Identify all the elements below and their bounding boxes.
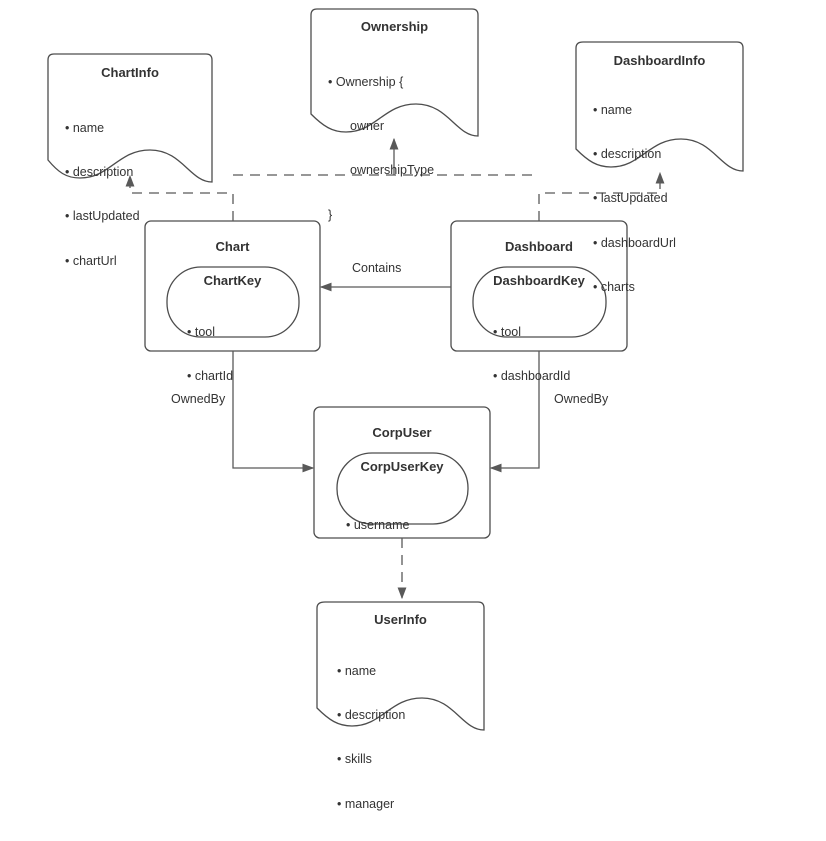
note-shape-ownership [310,8,479,137]
note-fields-ownership: • Ownership { owner ownershipType } [328,45,434,252]
note-ownership: Ownership • Ownership { owner ownershipT… [311,9,478,222]
note-field: • description [593,146,662,161]
note-fields-userinfo: • name • description • skills • manager [337,634,405,841]
key-field: • dashboardId [493,368,571,383]
note-userinfo: UserInfo • name • description • skills •… [317,602,484,811]
entity-chart: Chart ChartKey • tool • chartId [145,221,320,383]
entity-dashboard: Dashboard DashboardKey • tool • dashboar… [451,221,627,383]
note-field: } [328,207,333,222]
key-shape-chartkey [166,266,300,338]
note-field: • name [65,120,105,135]
note-field: • Ownership { [328,74,404,89]
note-title-ownership: Ownership [360,19,429,34]
note-field: • lastUpdated [593,191,668,206]
entity-title-corpuser: CorpUser [372,425,432,440]
note-title-userinfo: UserInfo [374,612,427,627]
key-fields-chartkey: • tool • chartId [187,295,233,413]
note-fields-dashboardinfo: • name • description • lastUpdated • das… [593,73,676,325]
note-field: • description [65,164,134,179]
key-shape-corpuserkey [336,452,469,525]
note-chartinfo: ChartInfo • name • description • lastUpd… [48,54,212,268]
entity-title-dashboard: Dashboard [505,239,573,254]
key-shape-dashboardkey [472,266,607,338]
entity-corpuser: CorpUser CorpUserKey • username [314,407,490,538]
note-shape-userinfo [316,601,485,731]
key-field: • tool [493,324,522,339]
note-field: • lastUpdated [65,209,140,224]
note-field: • chartUrl [65,253,117,268]
key-fields-dashboardkey: • tool • dashboardId [493,295,570,413]
entity-title-chart: Chart [215,239,250,254]
key-title-dashboardkey: DashboardKey [493,273,585,288]
connector-ownedby-dashboard [489,351,540,473]
key-title-corpuserkey: CorpUserKey [360,459,444,474]
note-field: owner [350,118,385,133]
key-field: • chartId [187,368,234,383]
key-field: • username [346,517,410,532]
diagram-vector-layer [47,8,744,731]
note-field: • charts [593,280,635,295]
note-field: • dashboardUrl [593,235,676,250]
key-field: • tool [187,324,216,339]
edge-label-contains: Contains [352,261,402,275]
note-field: ownershipType [350,163,435,178]
note-fields-chartinfo: • name • description • lastUpdated • cha… [65,91,140,298]
key-fields-corpuserkey: • username [346,488,409,562]
note-field: • name [337,663,377,678]
note-shape-chartinfo [47,53,213,183]
note-field: • manager [337,796,395,811]
edge-label-ownedby-chart: OwnedBy [171,392,226,406]
connector-dashboard-dashboardinfo [538,171,665,221]
connector-ownedby-chart [232,351,315,473]
note-field: • skills [337,752,372,767]
key-title-chartkey: ChartKey [203,273,262,288]
note-dashboardinfo: DashboardInfo • name • description • las… [576,42,743,294]
note-field: • name [593,102,633,117]
edge-label-ownedby-dashboard: OwnedBy [554,392,609,406]
note-field: • description [337,707,406,722]
note-title-chartinfo: ChartInfo [101,65,159,80]
note-title-dashboardinfo: DashboardInfo [613,53,706,68]
diagram-canvas: ChartInfo • name • description • lastUpd… [47,8,744,811]
note-shape-dashboardinfo [575,41,744,172]
connector-chart-chartinfo [125,174,234,221]
